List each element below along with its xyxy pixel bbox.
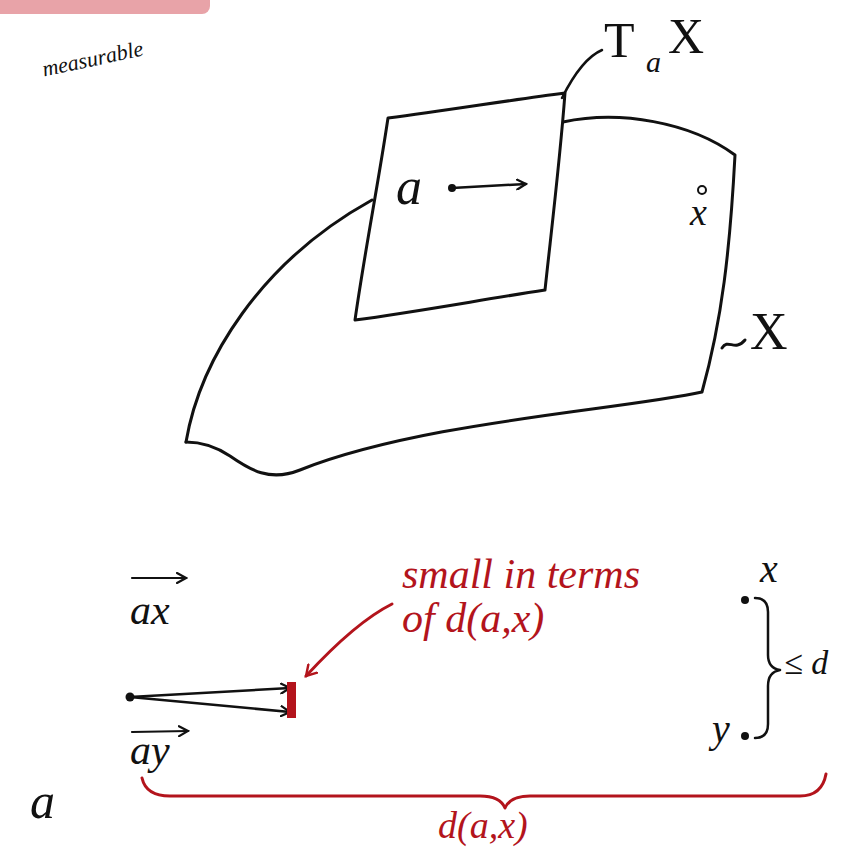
point-name: x	[690, 193, 707, 233]
surface-tilde	[722, 340, 745, 348]
space-name: X	[750, 305, 788, 360]
header-bar	[0, 0, 210, 14]
vector-name: ay	[130, 728, 170, 772]
brace	[755, 598, 780, 738]
point-name: y	[712, 708, 730, 750]
point	[126, 693, 135, 702]
underbrace	[142, 774, 826, 808]
vector-ax	[130, 688, 290, 697]
note: measurable	[40, 37, 145, 81]
distance-label: d(a,x)	[438, 806, 528, 846]
surface-edge	[186, 200, 372, 442]
callout-note: small in terms of d(a,x)	[402, 552, 652, 640]
point-name: a	[396, 160, 422, 215]
error-bar	[287, 682, 296, 718]
vector-name: ax	[130, 588, 170, 632]
leader-line	[562, 50, 602, 98]
point	[741, 596, 749, 604]
point	[448, 184, 456, 192]
space-name: X	[668, 10, 704, 63]
callout-arrow	[306, 604, 392, 676]
tangent-plane	[355, 93, 565, 320]
point	[741, 732, 749, 740]
subscript: a	[646, 46, 661, 78]
vector-ay	[130, 697, 290, 712]
tangent-vector	[452, 184, 526, 188]
point-name: a	[30, 775, 55, 828]
vector-bar	[132, 577, 186, 579]
distance-bound: ≤ d	[784, 645, 828, 681]
space-name: T	[604, 14, 635, 67]
point-name: x	[760, 548, 778, 590]
